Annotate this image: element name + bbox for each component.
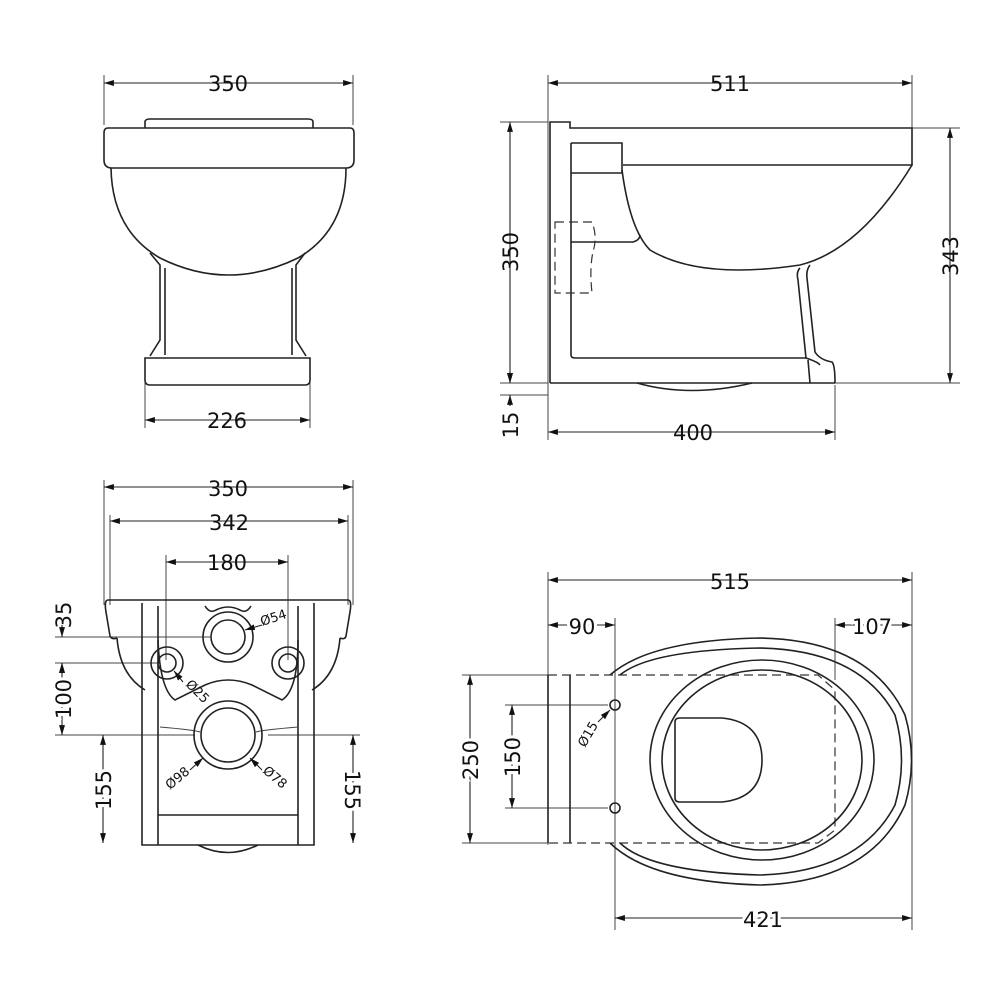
front-width-label: 350 [208,72,248,96]
plan-fixing-dia-label: Ø15 [575,719,601,750]
front-offset-label: 107 [852,615,892,639]
inlet-dia-label: Ø54 [259,607,289,630]
pedestal-width-label: 226 [207,409,247,433]
side-view: 511 350 343 15 400 [499,72,963,445]
plan-fixing-centres-label: 150 [501,737,525,777]
seat-outline [674,717,763,803]
fixing-hole-bottom [609,802,621,814]
dim-35-label: 35 [52,602,76,629]
outlet-pipe [193,700,263,770]
fixing-hole-top [609,699,621,711]
side-depth-label: 511 [710,72,750,96]
rear-view: 350 342 180 35 100 155 155 Ø54 Ø25 [49,477,367,854]
rear-inner-width-label: 342 [209,511,249,535]
rear-offset-label: 90 [569,615,596,639]
left-155-label: 155 [92,770,116,810]
right-fixing-hole [278,653,298,673]
front-view: 350 226 [103,72,355,433]
side-height-label: 350 [499,232,523,272]
right-155-label: 155 [340,770,364,810]
floor-gap-label: 15 [499,412,523,439]
inlet-pipe [202,611,254,663]
bowl-length-label: 421 [743,908,783,932]
outlet-outer-dia-label: Ø98 [163,764,193,793]
rear-width-label: 350 [208,477,248,501]
plan-length-label: 515 [710,570,750,594]
dim-100-label: 100 [52,679,76,719]
fixing-dia-label: Ø25 [182,677,212,707]
plan-view: 515 90 107 250 150 421 Ø15 [456,570,913,935]
left-fixing-hole [157,653,177,673]
plan-width-label: 250 [459,740,483,780]
fixing-centres-label: 180 [207,551,247,575]
outlet-inner-dia-label: Ø78 [259,764,289,793]
pedestal-depth-label: 400 [673,421,713,445]
bowl-height-label: 343 [939,236,963,276]
